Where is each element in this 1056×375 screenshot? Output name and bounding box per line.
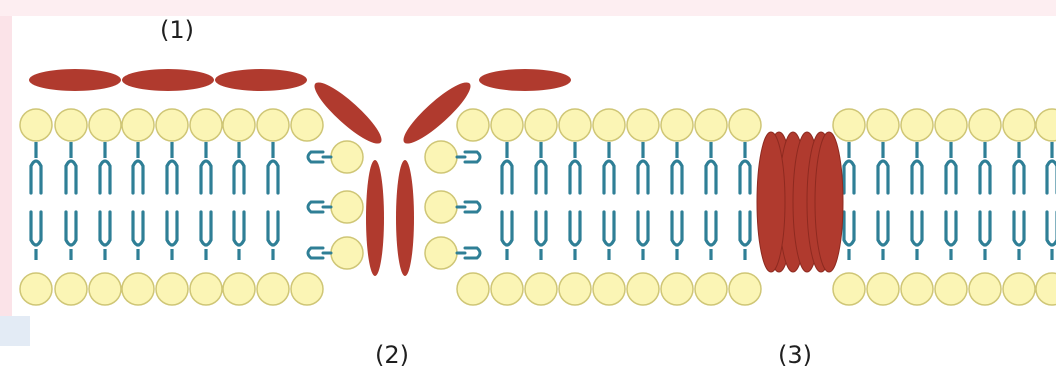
lipid-head-icon [491,109,523,141]
lipid-head-icon [627,273,659,305]
lipid-head-icon [695,273,727,305]
lipid-head-icon [257,109,289,141]
label-1: (1) [160,16,194,44]
lipid-head-icon [559,109,591,141]
lipid-head-icon [661,273,693,305]
lipid-head-icon [122,109,154,141]
lipid-head-icon [525,109,557,141]
lipid-head-icon [935,109,967,141]
lipid-head-icon [627,109,659,141]
lipid-head-icon [695,109,727,141]
lipid-head-icon [969,273,1001,305]
peptide-surface-icon [479,69,571,91]
lipid-head-icon [55,109,87,141]
lipid-head-icon [331,141,363,173]
lipid-head-icon [833,109,865,141]
lipid-head-icon [122,273,154,305]
lipid-head-icon [833,273,865,305]
background-pink-band [0,0,1056,16]
lipid-head-icon [190,109,222,141]
lipid-head-icon [55,273,87,305]
lipid-head-icon [1003,273,1035,305]
background-pink-edge [0,16,12,316]
peptide-barrel-icon [815,132,843,272]
lipid-head-icon [491,273,523,305]
lipid-head-icon [190,273,222,305]
background-blue-edge [0,316,30,346]
lipid-head-icon [425,191,457,223]
peptide-barrel-icon [757,132,785,272]
lipid-head-icon [901,273,933,305]
peptide-surface-icon [29,69,121,91]
lipid-head-icon [20,109,52,141]
peptide-surface-icon [215,69,307,91]
lipid-head-icon [257,273,289,305]
lipid-head-icon [593,273,625,305]
lipid-head-icon [331,191,363,223]
lipid-head-icon [901,109,933,141]
label-3: (3) [778,341,812,369]
lipid-head-icon [661,109,693,141]
lipid-head-icon [89,109,121,141]
lipid-head-icon [457,109,489,141]
lipid-head-icon [969,109,1001,141]
lipid-head-icon [156,273,188,305]
peptide-vertical-icon [366,160,384,276]
lipid-head-icon [223,273,255,305]
lipid-head-icon [729,109,761,141]
lipid-head-icon [457,273,489,305]
peptide-surface-icon [122,69,214,91]
lipid-head-icon [935,273,967,305]
lipid-head-icon [331,237,363,269]
lipid-head-icon [291,109,323,141]
label-2: (2) [375,341,409,369]
lipid-head-icon [729,273,761,305]
lipid-head-icon [89,273,121,305]
lipid-head-icon [20,273,52,305]
lipid-head-icon [593,109,625,141]
lipid-head-icon [525,273,557,305]
peptide-vertical-icon [396,160,414,276]
lipid-head-icon [223,109,255,141]
lipid-head-icon [1003,109,1035,141]
lipid-head-icon [425,141,457,173]
lipid-head-icon [559,273,591,305]
lipid-head-icon [291,273,323,305]
lipid-head-icon [425,237,457,269]
lipid-head-icon [867,273,899,305]
lipid-head-icon [156,109,188,141]
lipid-head-icon [867,109,899,141]
